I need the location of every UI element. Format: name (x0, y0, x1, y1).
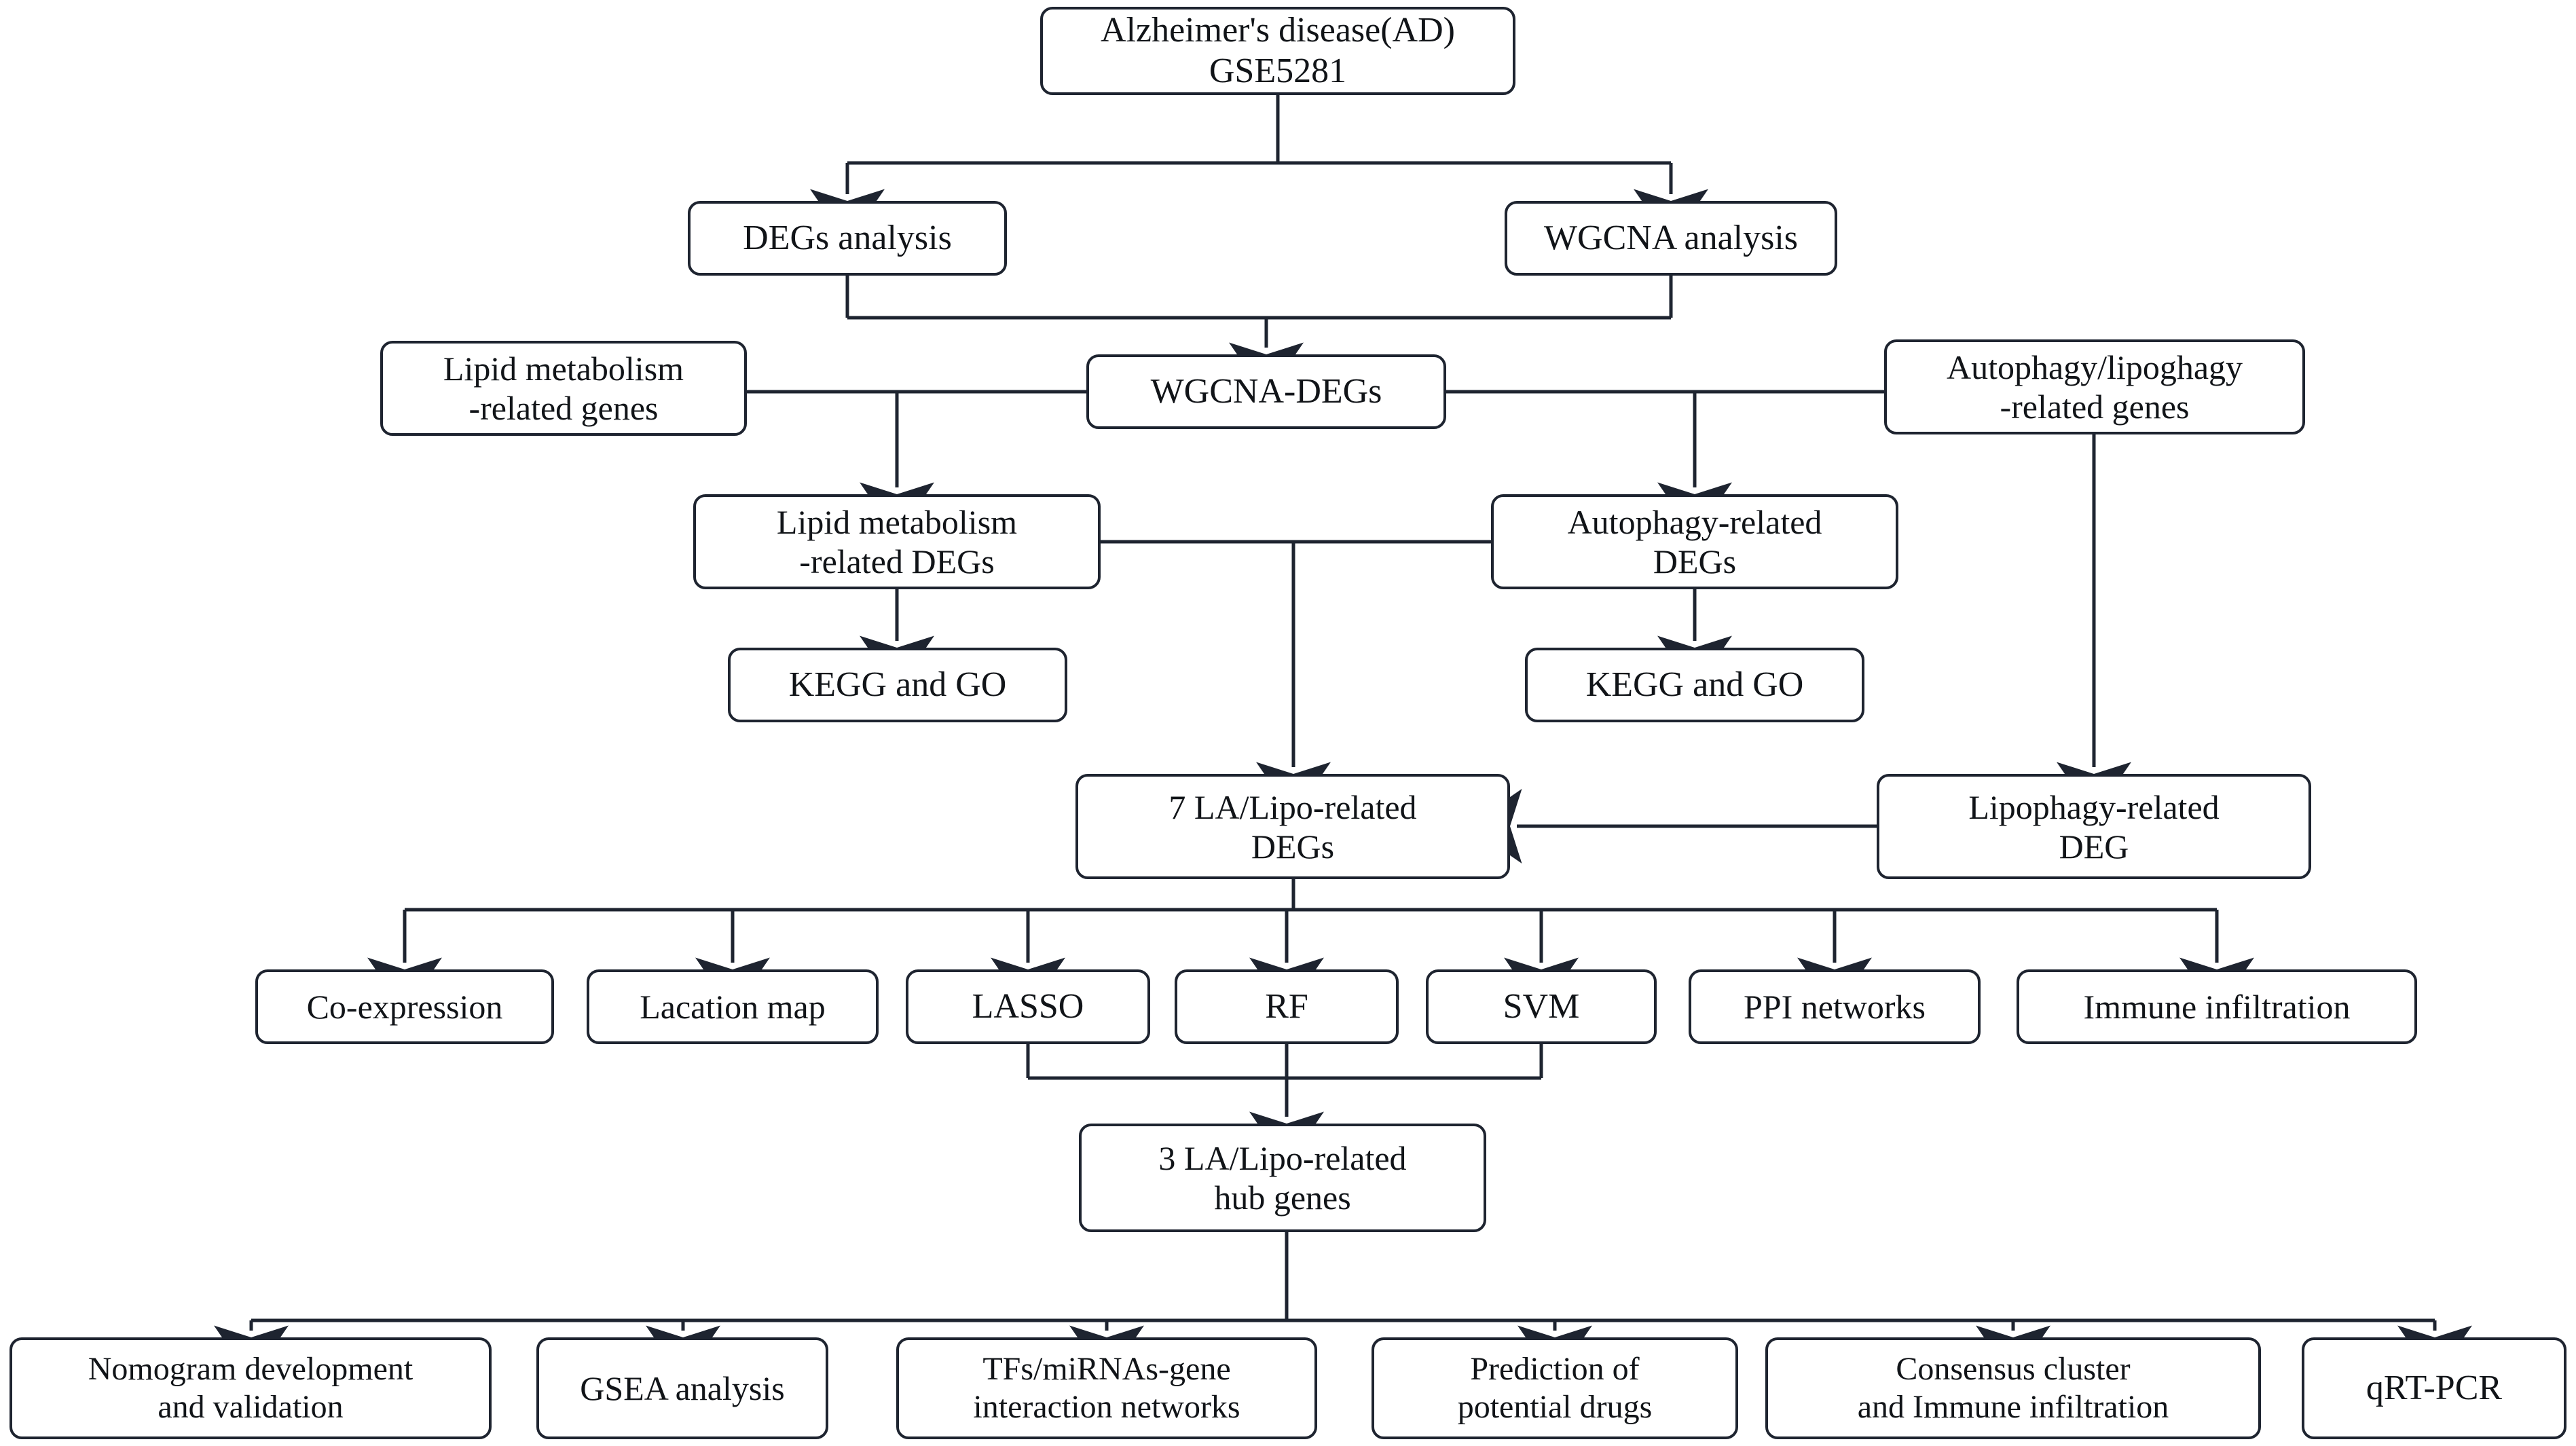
node-lipid-metabolism-related-degs[interactable]: Lipid metabolism -related DEGs (693, 494, 1101, 589)
node-label: Immune infiltration (2083, 988, 2351, 1026)
node-svm[interactable]: SVM (1426, 969, 1657, 1044)
node-ppi-networks[interactable]: PPI networks (1689, 969, 1981, 1044)
node-qrt-pcr[interactable]: qRT-PCR (2302, 1337, 2566, 1439)
node-lacation-map[interactable]: Lacation map (587, 969, 879, 1044)
node-alzheimers-disease-ad[interactable]: Alzheimer's disease(AD) GSE5281 (1040, 7, 1515, 95)
node-nomogram-development-and-validation[interactable]: Nomogram development and validation (10, 1337, 492, 1439)
node-degs-analysis[interactable]: DEGs analysis (688, 201, 1007, 276)
node-label: LASSO (972, 986, 1084, 1026)
node-label: KEGG and GO (788, 665, 1007, 704)
node-prediction-of-potential-drugs[interactable]: Prediction of potential drugs (1372, 1337, 1738, 1439)
node-co-expression[interactable]: Co-expression (255, 969, 554, 1044)
node-gsea-analysis[interactable]: GSEA analysis (536, 1337, 828, 1439)
node-autophagy-lipoghagy-related-genes[interactable]: Autophagy/lipoghagy -related genes (1884, 339, 2305, 434)
node-immune-infiltration[interactable]: Immune infiltration (2017, 969, 2417, 1044)
node-label: KEGG and GO (1585, 665, 1804, 704)
node-wgcna-degs[interactable]: WGCNA-DEGs (1086, 354, 1446, 429)
node-label: qRT-PCR (2366, 1368, 2503, 1407)
node-label: WGCNA-DEGs (1150, 371, 1382, 411)
node-kegg-and-go-right[interactable]: KEGG and GO (1525, 648, 1864, 722)
node-lipid-metabolism-related-genes[interactable]: Lipid metabolism -related genes (380, 341, 747, 436)
node-label: TFs/miRNAs-gene interaction networks (973, 1351, 1240, 1425)
node-label: Lipid metabolism -related genes (443, 350, 684, 427)
node-label: Prediction of potential drugs (1457, 1351, 1653, 1425)
node-kegg-and-go-left[interactable]: KEGG and GO (728, 648, 1067, 722)
node-label: RF (1265, 986, 1308, 1026)
node-tfs-mirnas-gene-interaction-networks[interactable]: TFs/miRNAs-gene interaction networks (896, 1337, 1317, 1439)
node-label: Lacation map (640, 988, 826, 1026)
node-label: Co-expression (306, 988, 503, 1026)
node-label: WGCNA analysis (1543, 218, 1799, 257)
node-label: GSEA analysis (580, 1369, 785, 1407)
node-label: Lipid metabolism -related DEGs (776, 503, 1018, 580)
node-label: 7 LA/Lipo-related DEGs (1169, 787, 1417, 866)
node-7-la-lipo-related-degs[interactable]: 7 LA/Lipo-related DEGs (1075, 774, 1510, 879)
node-wgcna-analysis[interactable]: WGCNA analysis (1505, 201, 1837, 276)
node-lasso[interactable]: LASSO (906, 969, 1150, 1044)
node-label: 3 LA/Lipo-related hub genes (1158, 1139, 1407, 1217)
node-label: Autophagy/lipoghagy -related genes (1946, 348, 2243, 426)
node-autophagy-related-degs[interactable]: Autophagy-related DEGs (1491, 494, 1898, 589)
node-label: Autophagy-related DEGs (1567, 503, 1822, 580)
node-label: Nomogram development and validation (88, 1351, 413, 1425)
node-3-la-lipo-related-hub-genes[interactable]: 3 LA/Lipo-related hub genes (1079, 1124, 1486, 1232)
node-label: DEGs analysis (743, 218, 952, 257)
node-label: Consensus cluster and Immune infiltratio… (1857, 1351, 2169, 1425)
node-label: PPI networks (1743, 988, 1926, 1026)
node-label: Alzheimer's disease(AD) GSE5281 (1101, 10, 1455, 90)
node-lipophagy-related-deg[interactable]: Lipophagy-related DEG (1877, 774, 2311, 879)
node-consensus-cluster-and-immune-infiltration[interactable]: Consensus cluster and Immune infiltratio… (1765, 1337, 2261, 1439)
node-label: SVM (1503, 986, 1580, 1026)
node-rf[interactable]: RF (1175, 969, 1399, 1044)
node-label: Lipophagy-related DEG (1968, 787, 2220, 866)
